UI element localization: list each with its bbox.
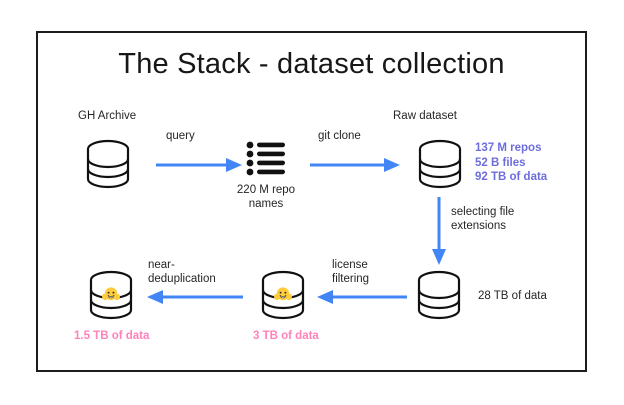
license-filtered-stats: 3 TB of data — [253, 330, 319, 342]
license-filtering-arrow-left — [315, 289, 407, 305]
deduplicated-stats: 1.5 TB of data — [74, 330, 150, 342]
page-title: The Stack - dataset collection — [118, 48, 505, 80]
hugging-face-emoji-icon-deduplicated — [101, 285, 121, 305]
extensions-filtered-stats: 28 TB of data — [478, 290, 547, 302]
gh-archive-label: GH Archive — [78, 110, 137, 122]
repo-names-label: 220 M repo names — [236, 184, 296, 210]
database-cylinder-icon-gh-archive — [85, 139, 131, 189]
bulleted-list-icon — [246, 141, 286, 177]
git-clone-arrow-right — [310, 157, 400, 173]
database-cylinder-icon-extensions-filtered — [416, 270, 462, 320]
raw-dataset-stats: 137 M repos 52 B files 92 TB of data — [475, 142, 548, 183]
selecting-file-extensions-arrow-down — [431, 197, 447, 265]
raw-dataset-label: Raw dataset — [393, 110, 457, 122]
slide-frame: The Stack - dataset collection GH Archiv… — [36, 31, 587, 372]
selecting-file-extensions-edge-label: selecting file extensions — [451, 206, 515, 232]
query-arrow-right — [156, 157, 242, 173]
database-cylinder-icon-raw-dataset — [417, 139, 463, 189]
hugging-face-emoji-icon-license-filtered — [273, 285, 293, 305]
git-clone-edge-label: git clone — [318, 130, 361, 142]
query-edge-label: query — [166, 130, 195, 142]
near-deduplication-edge-label: near- deduplication — [148, 259, 216, 285]
license-filtering-edge-label: license filtering — [332, 259, 370, 285]
near-deduplication-arrow-left — [145, 289, 243, 305]
